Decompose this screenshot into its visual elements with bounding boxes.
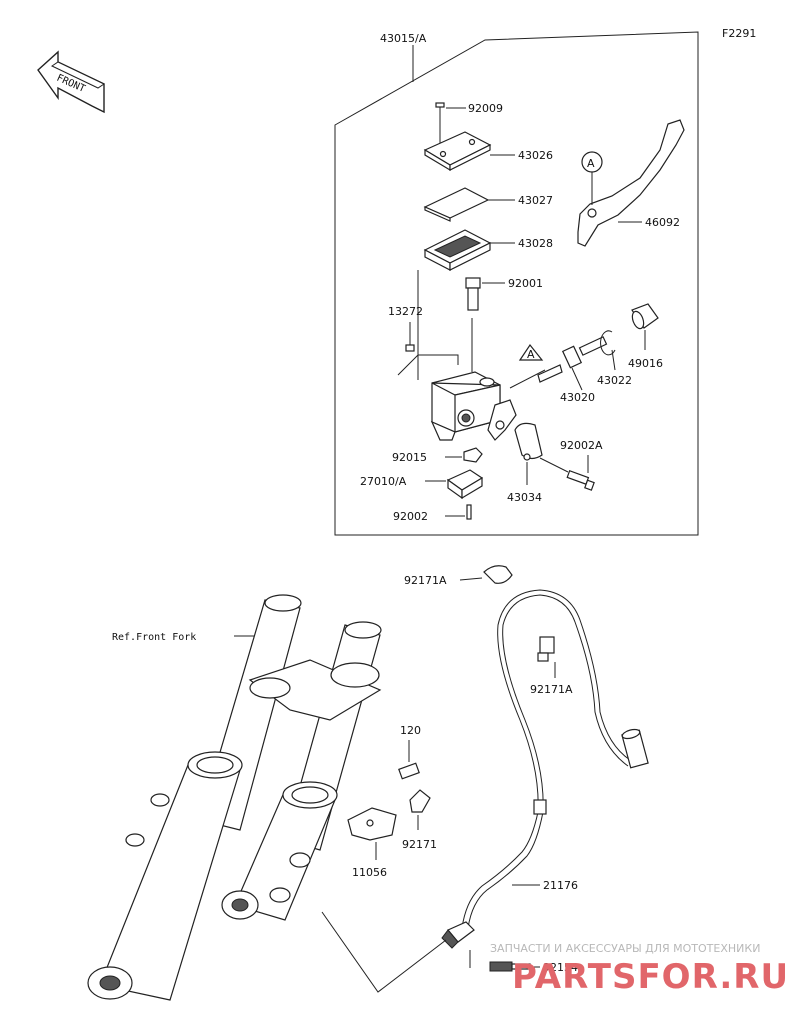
label-27010a: 27010/A <box>360 475 407 488</box>
label-120: 120 <box>400 724 421 737</box>
bracket-11056 <box>347 807 397 841</box>
callout-a-left: A <box>518 343 544 361</box>
watermark-tagline: ЗАПЧАСТИ И АКСЕССУАРЫ ДЛЯ МОТОТЕХНИКИ <box>490 942 760 955</box>
wire-connector <box>621 728 649 769</box>
label-43028: 43028 <box>518 237 553 250</box>
label-92171a-top: 92171A <box>404 574 447 587</box>
label-92009: 92009 <box>468 102 503 115</box>
clamp-92171 <box>409 789 431 813</box>
screw-92002 <box>466 504 472 520</box>
assembly-frame <box>334 31 699 536</box>
switch-wire-inner <box>502 594 629 813</box>
label-43022: 43022 <box>597 374 632 387</box>
switch-wire <box>497 589 631 813</box>
figure-code: F2291 <box>722 27 756 40</box>
callout-a-right-text: A <box>587 157 595 170</box>
ref-front-fork-label: Ref.Front Fork <box>112 632 196 643</box>
bolt-120 <box>398 762 420 780</box>
boot-49016 <box>631 303 659 330</box>
piston-43020 <box>537 336 608 383</box>
front-arrow-icon: FRONT <box>37 50 106 114</box>
label-92015: 92015 <box>392 451 427 464</box>
label-92154: 92154 <box>543 961 578 974</box>
circlip-43022 <box>600 330 616 356</box>
clamp-92171a-top <box>483 565 513 584</box>
front-fork <box>87 594 382 1001</box>
wire-grommet <box>533 799 547 815</box>
speed-sensor <box>441 921 475 949</box>
screw-92009 <box>435 102 445 145</box>
label-49016: 49016 <box>628 357 663 370</box>
label-21176: 21176 <box>543 879 578 892</box>
bolt-92002a <box>566 469 595 491</box>
leader-43022 <box>611 349 616 371</box>
label-13272: 13272 <box>388 305 423 318</box>
diaphragm-43028 <box>423 229 492 271</box>
label-11056: 11056 <box>352 866 387 879</box>
label-46092: 46092 <box>645 216 680 229</box>
label-43015a: 43015/A <box>380 32 427 45</box>
plate-43027 <box>423 187 490 222</box>
label-92001: 92001 <box>508 277 543 290</box>
leader-92171a-top <box>459 577 483 581</box>
nut-92015 <box>463 447 483 463</box>
watermark-logo: PARTSFOR.RU <box>512 957 789 997</box>
label-43026: 43026 <box>518 149 553 162</box>
bolt-92001 <box>465 277 481 311</box>
callout-a-right: A <box>581 151 603 173</box>
axis-92002a <box>539 457 569 473</box>
switch-27010a <box>446 469 484 500</box>
clamp-43034 <box>514 422 543 461</box>
label-43034: 43034 <box>507 491 542 504</box>
label-92171a-mid: 92171A <box>530 683 573 696</box>
guide-a-left <box>509 369 546 389</box>
guide-13272 <box>397 354 459 376</box>
lever-46092 <box>577 119 685 247</box>
label-43027: 43027 <box>518 194 553 207</box>
leader-43020 <box>571 367 583 391</box>
cap-43026 <box>423 131 492 172</box>
sensor-wire <box>461 811 539 929</box>
screw-13272 <box>405 344 415 352</box>
label-92171: 92171 <box>402 838 437 851</box>
clamp-92171a-mid <box>537 636 555 662</box>
label-92002a: 92002A <box>560 439 603 452</box>
callout-a-left-text: A <box>527 348 535 361</box>
label-43020: 43020 <box>560 391 595 404</box>
master-cylinder-body <box>430 371 517 441</box>
sensor-wire-inner <box>467 811 544 929</box>
label-92002: 92002 <box>393 510 428 523</box>
projection-lines <box>321 911 447 993</box>
